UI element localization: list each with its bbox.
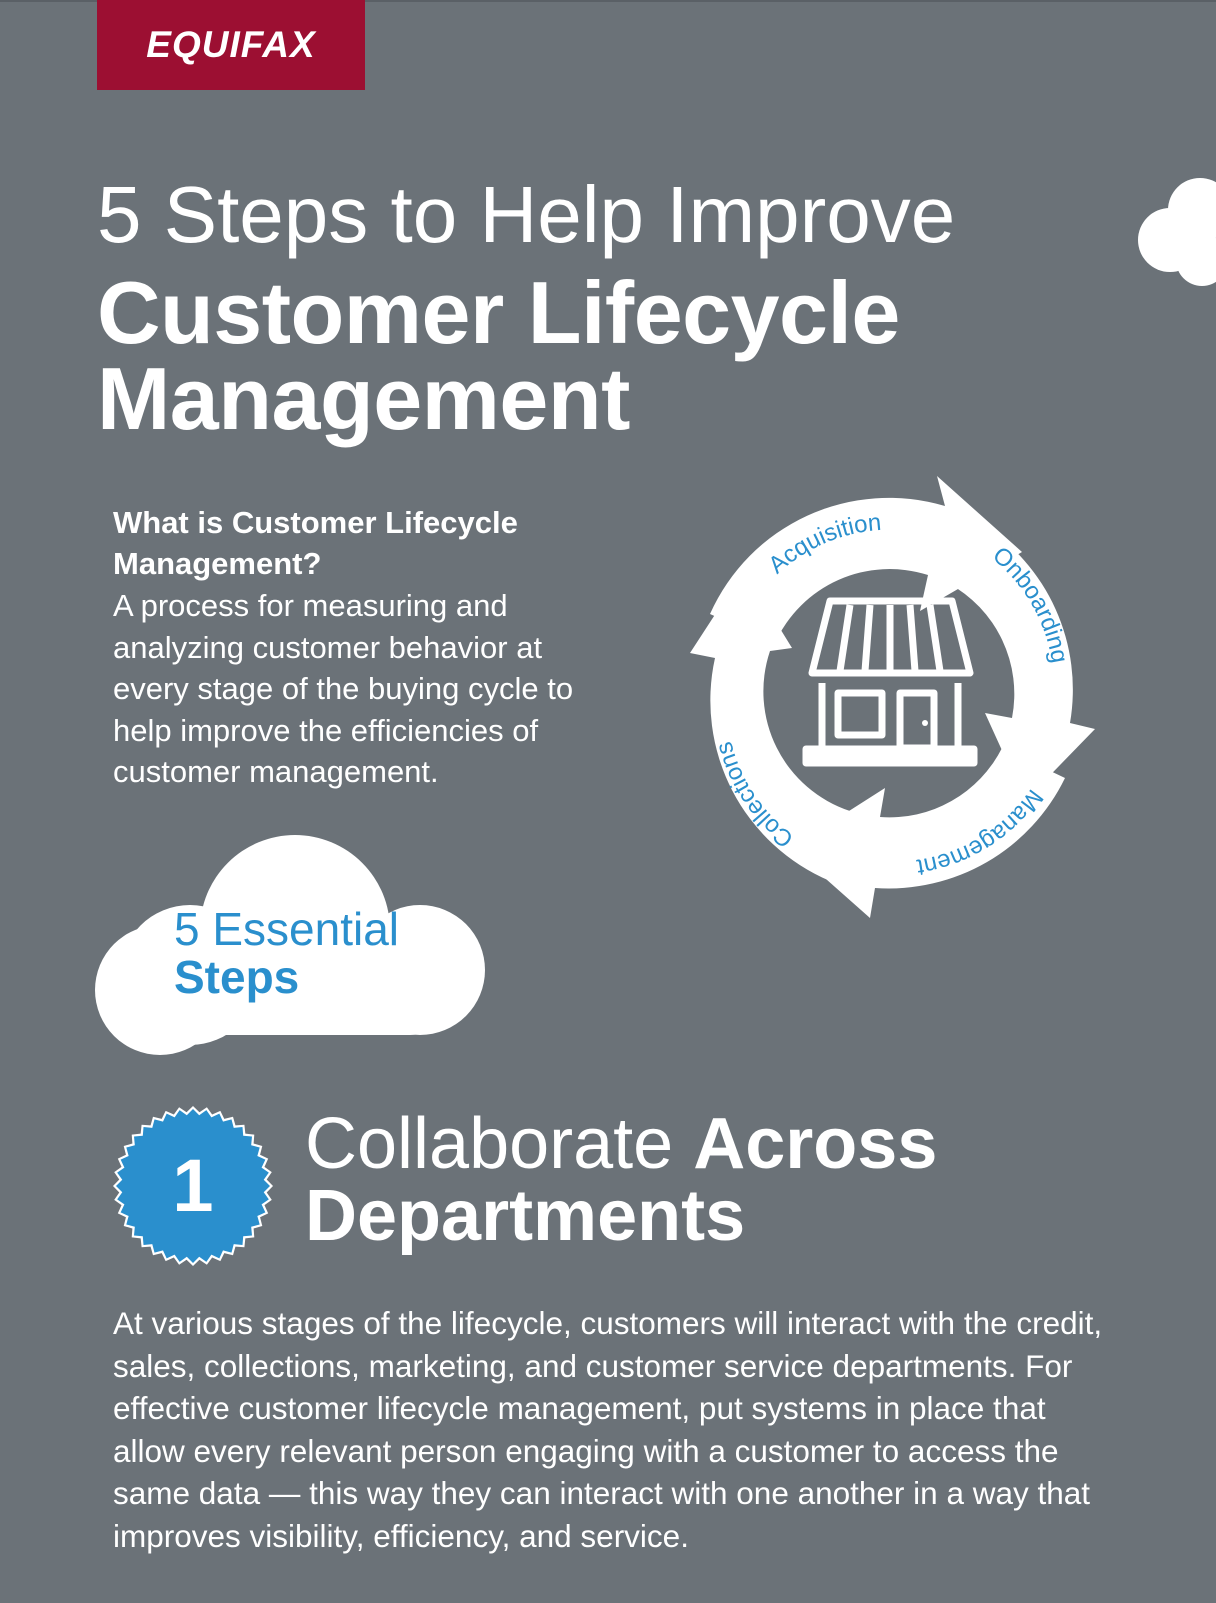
step-1-title-light: Collaborate [305,1104,674,1184]
step-1-title-bold-line2: Departments [305,1176,746,1256]
step-1-badge-icon: 1 [113,1106,273,1266]
page-title: Customer Lifecycle Management [97,263,900,448]
definition-answer: A process for measuring and analyzing cu… [113,588,574,789]
essential-bold: Steps [174,951,300,1003]
lifecycle-cycle-diagram: Acquisition Onboarding Management Collec… [690,476,1095,918]
essential-light: 5 Essential [174,903,400,955]
cycle-arrow-management [791,748,1065,918]
step-1-body: At various stages of the lifecycle, cust… [113,1305,1103,1554]
corner-cloud-icon [1138,178,1216,286]
essential-steps-heading: 5 Essential Steps [174,905,399,1001]
title-subtitle: 5 Steps to Help Improve [97,170,956,259]
step-1-number: 1 [172,1144,213,1227]
storefront-icon [802,597,978,767]
step-1-title: Collaborate Across Departments [305,1108,937,1252]
cycle-arrow-onboarding [948,523,1095,801]
equifax-logo: EQUIFAX [97,0,365,90]
definition-question: What is Customer Lifecycle Management? [113,505,518,581]
logo-text: EQUIFAX [146,24,316,65]
title-line-customer-lifecycle: Customer Lifecycle [97,263,900,362]
top-rule [0,0,1216,2]
cycle-arrow-collections [690,570,850,881]
cycle-arrow-acquisition [710,476,1022,643]
essential-cloud-icon [95,835,485,1055]
step-1-title-bold: Across [693,1104,938,1184]
title-line-management: Management [97,349,630,448]
